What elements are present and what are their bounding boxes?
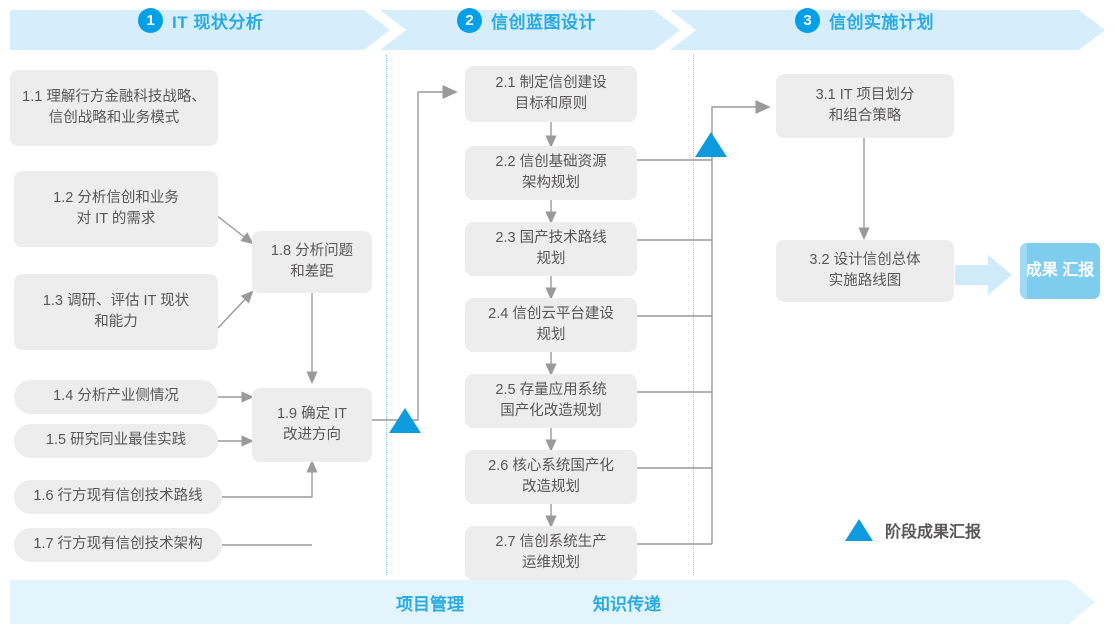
process-box-1-4[interactable]: 1.4 分析产业侧情况 [14, 380, 218, 414]
box-line-1: 1.1 理解行方金融科技战略、 [22, 88, 206, 105]
result-line-2: 汇报 [1062, 261, 1095, 279]
box-line-2: 和能力 [94, 314, 138, 330]
phase-label-2[interactable]: 2 信创蓝图设计 [457, 0, 596, 40]
box-line-2: 架构规划 [522, 175, 580, 191]
process-box-3-1[interactable]: 3.1 IT 项目划分 和组合策略 [776, 74, 954, 138]
box-line-1: 1.9 确定 IT [276, 405, 348, 422]
box-line-1: 2.4 信创云平台建设 [488, 305, 614, 322]
process-box-1-7[interactable]: 1.7 行方现有信创技术架构 [14, 528, 222, 562]
result-report-box[interactable]: 成果 汇报 [1020, 243, 1100, 299]
box-line-1: 1.7 行方现有信创技术架构 [33, 536, 203, 553]
footer-label-project-management[interactable]: 项目管理 [396, 594, 464, 614]
milestone-triangle-icon [845, 519, 873, 541]
process-box-2-3[interactable]: 2.3 国产技术路线 规划 [465, 222, 637, 276]
box-line-1: 3.1 IT 项目划分 [815, 86, 915, 103]
box-line-2: 和差距 [290, 264, 334, 280]
box-line-1: 1.3 调研、评估 IT 现状 [42, 292, 190, 309]
phase-number-2: 2 [457, 7, 482, 33]
lane-divider-right [693, 55, 694, 575]
phase-label-3[interactable]: 3 信创实施计划 [795, 0, 934, 40]
box-line-2: 实施路线图 [828, 273, 902, 289]
process-box-2-1[interactable]: 2.1 制定信创建设 目标和原则 [465, 66, 637, 122]
process-box-1-9[interactable]: 1.9 确定 IT 改进方向 [252, 388, 372, 462]
legend-label: 阶段成果汇报 [885, 524, 982, 541]
box-line-2: 运维规划 [522, 555, 580, 571]
process-box-1-3[interactable]: 1.3 调研、评估 IT 现状 和能力 [14, 274, 218, 350]
milestone-triangle-phase2 [695, 132, 727, 157]
box-line-1: 1.6 行方现有信创技术路线 [33, 488, 203, 505]
legend: 阶段成果汇报 [845, 518, 981, 542]
box-line-1: 2.6 核心系统国产化 [488, 457, 614, 474]
result-arrow [955, 255, 1012, 295]
box-line-1: 2.7 信创系统生产 [495, 533, 607, 550]
box-line-1: 2.3 国产技术路线 [495, 229, 607, 246]
process-box-1-2[interactable]: 1.2 分析信创和业务 对 IT 的需求 [14, 171, 218, 247]
process-box-2-2[interactable]: 2.2 信创基础资源 架构规划 [465, 146, 637, 200]
box-line-1: 1.4 分析产业侧情况 [53, 388, 179, 405]
box-line-1: 3.2 设计信创总体 [809, 251, 921, 268]
footer-label-knowledge-transfer[interactable]: 知识传递 [593, 594, 661, 614]
process-box-1-5[interactable]: 1.5 研究同业最佳实践 [14, 424, 218, 458]
box-line-1: 1.2 分析信创和业务 [53, 189, 179, 206]
phase-title-3: 信创实施计划 [829, 12, 934, 32]
phase-segment-2 [380, 10, 680, 50]
box-line-2: 改造规划 [522, 479, 580, 495]
phase-title-1: IT 现状分析 [172, 12, 264, 32]
box-line-2: 和组合策略 [828, 108, 902, 124]
phase-segment-3 [670, 10, 1105, 50]
phase-title-2: 信创蓝图设计 [491, 12, 596, 32]
lane-divider-left [386, 55, 387, 575]
box-line-1: 2.2 信创基础资源 [495, 153, 607, 170]
process-box-2-6[interactable]: 2.6 核心系统国产化 改造规划 [465, 450, 637, 504]
box-line-2: 目标和原则 [514, 96, 588, 112]
box-line-1: 2.5 存量应用系统 [495, 381, 607, 398]
phase-number-1: 1 [138, 7, 163, 33]
box-line-2: 对 IT 的需求 [76, 211, 156, 227]
result-line-1: 成果 [1025, 261, 1058, 279]
box-line-2: 国产化改造规划 [500, 403, 602, 419]
phase-label-1[interactable]: 1 IT 现状分析 [138, 0, 263, 40]
box-line-1: 1.5 研究同业最佳实践 [45, 432, 187, 449]
box-line-1: 2.1 制定信创建设 [495, 74, 607, 91]
phase-header-band [10, 10, 1105, 50]
process-box-1-6[interactable]: 1.6 行方现有信创技术路线 [14, 480, 222, 514]
milestone-triangle-phase1 [389, 408, 421, 433]
phase-segment-1 [10, 10, 390, 50]
process-box-3-2[interactable]: 3.2 设计信创总体 实施路线图 [776, 240, 954, 302]
process-box-1-8[interactable]: 1.8 分析问题 和差距 [252, 231, 372, 293]
box-line-2: 信创战略和业务模式 [48, 110, 180, 126]
box-line-1: 1.8 分析问题 [270, 242, 354, 259]
box-line-2: 规划 [536, 327, 566, 343]
box-line-2: 规划 [536, 251, 566, 267]
box-line-2: 改进方向 [282, 427, 341, 443]
process-box-2-5[interactable]: 2.5 存量应用系统 国产化改造规划 [465, 374, 637, 428]
footer-band [10, 580, 1095, 624]
process-box-2-4[interactable]: 2.4 信创云平台建设 规划 [465, 298, 637, 352]
process-box-1-1[interactable]: 1.1 理解行方金融科技战略、 信创战略和业务模式 [10, 70, 218, 146]
process-box-2-7[interactable]: 2.7 信创系统生产 运维规划 [465, 526, 637, 580]
phase-number-3: 3 [795, 7, 820, 33]
